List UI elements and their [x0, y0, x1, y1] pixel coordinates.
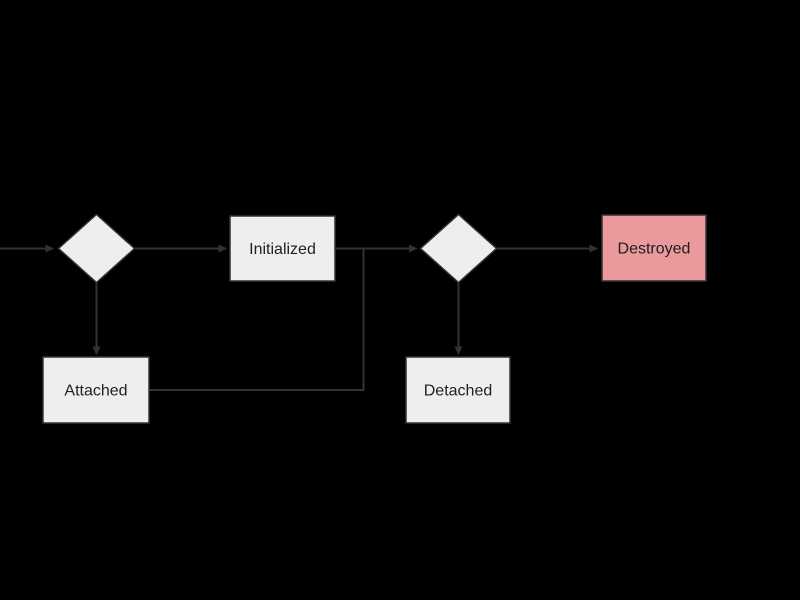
- decision-diamond-2: [419, 213, 498, 284]
- attached-box: [42, 356, 150, 424]
- destroyed-label: Destroyed: [618, 241, 691, 258]
- edge-attached-to-decision2: [149, 249, 365, 391]
- node-decision1: [57, 213, 136, 284]
- decision-diamond-1: [57, 213, 136, 284]
- attached-label: Attached: [64, 383, 127, 400]
- detached-box: [405, 356, 511, 424]
- initialized-label: Initialized: [249, 241, 316, 258]
- initialized-box: [229, 215, 336, 282]
- node-decision2: [419, 213, 498, 284]
- node-attached: Attached: [42, 356, 150, 424]
- node-detached: Detached: [405, 356, 511, 424]
- detached-label: Detached: [424, 383, 493, 400]
- node-destroyed: Destroyed: [601, 214, 707, 282]
- destroyed-box: [601, 214, 707, 282]
- node-initialized: Initialized: [229, 215, 336, 282]
